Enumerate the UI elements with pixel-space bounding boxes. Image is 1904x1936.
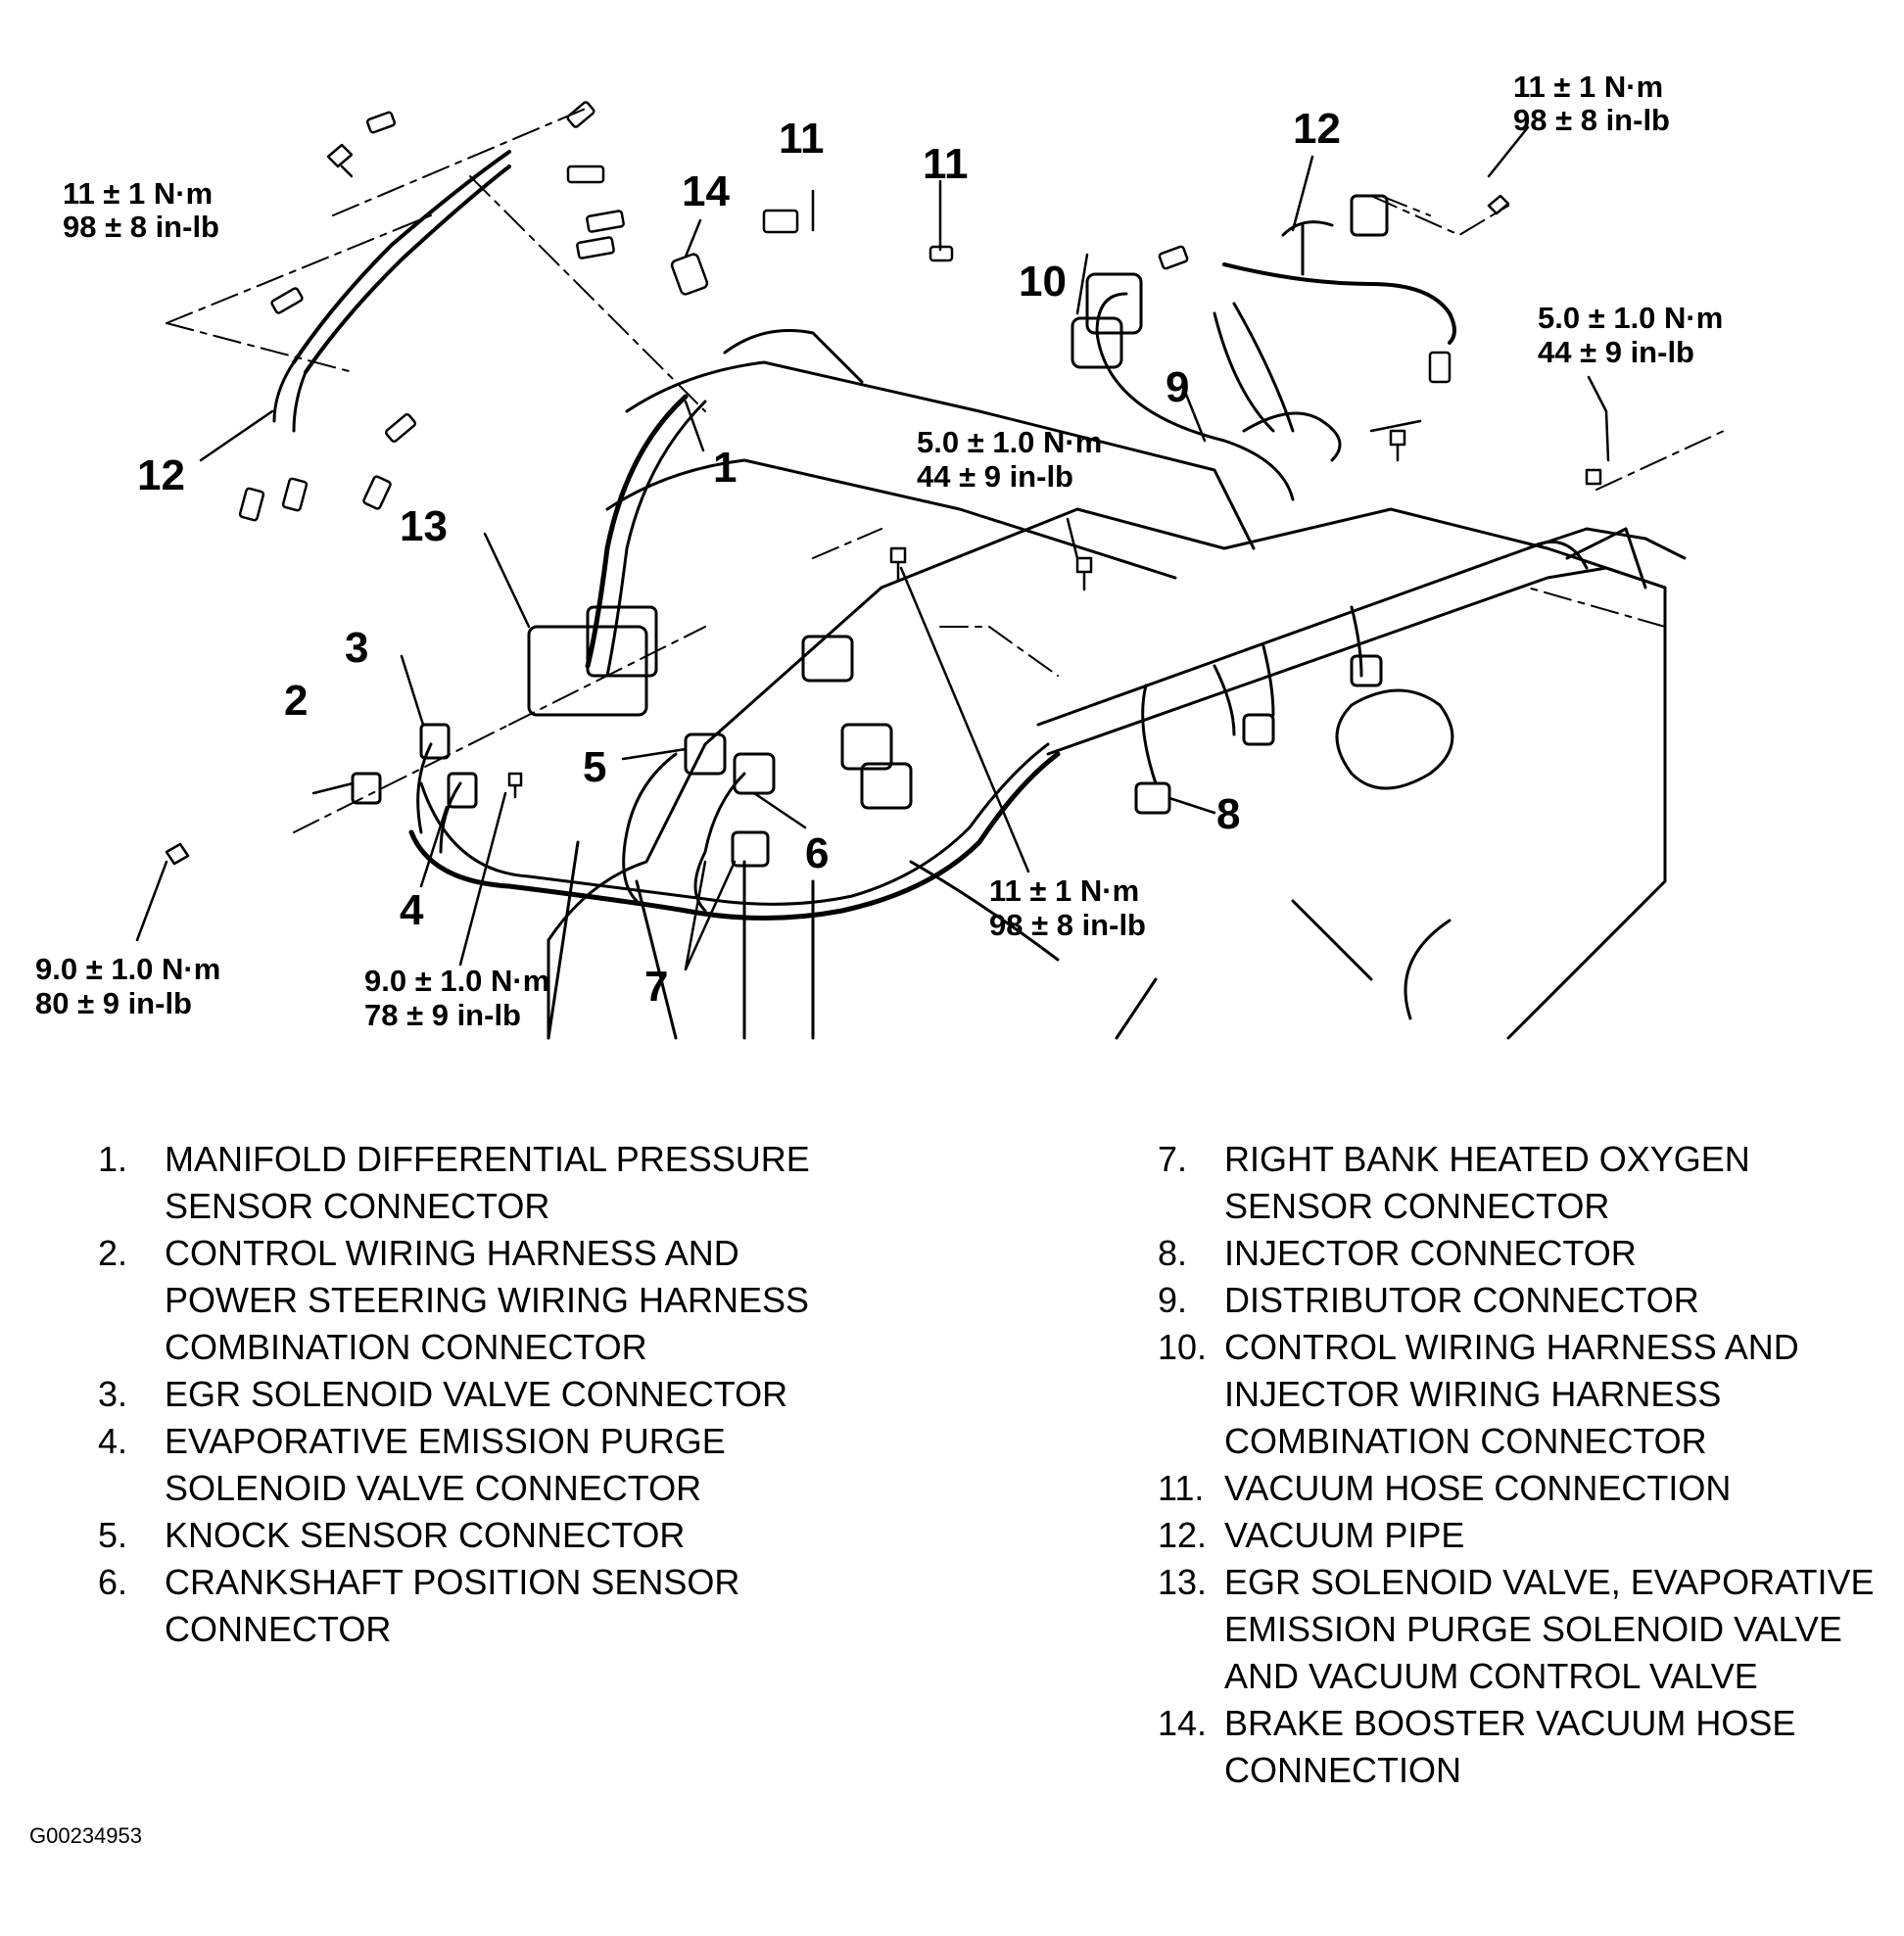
callout-10: 10	[1019, 258, 1067, 306]
legend-item: 11.VACUUM HOSE CONNECTION	[1158, 1468, 1732, 1508]
callout-7: 7	[644, 963, 668, 1011]
legend-item: 3.EGR SOLENOID VALVE CONNECTOR	[98, 1374, 788, 1414]
torque-bottomcenter-inlb: 98 ± 8 in-lb	[989, 908, 1146, 942]
callout-14: 14	[682, 167, 730, 215]
torque-topright-inlb: 98 ± 8 in-lb	[1513, 103, 1670, 137]
callout-1: 1	[713, 444, 737, 492]
legend-item: 12.VACUUM PIPE	[1158, 1515, 1465, 1555]
callout-4: 4	[400, 886, 424, 934]
torque-bottomcenter-nm: 11 ± 1 N·m	[989, 874, 1139, 908]
callout-3: 3	[345, 624, 368, 672]
combination-connector-10	[1071, 316, 1123, 369]
intake-manifold	[625, 360, 1256, 550]
distributor-connector	[1085, 272, 1143, 335]
legend-right: 7.RIGHT BANK HEATED OXYGEN SENSOR CONNEC…	[1158, 1136, 1882, 1794]
torque-bottomleft-nm: 9.0 ± 1.0 N·m	[35, 952, 220, 986]
torque-topleft-nm: 11 ± 1 N·m	[63, 176, 213, 211]
figure-id: G00234953	[29, 1823, 142, 1848]
torque-bottommid-inlb: 78 ± 9 in-lb	[364, 998, 521, 1032]
vacuum-pipe-right	[1222, 262, 1456, 345]
legend-item: 8.INJECTOR CONNECTOR	[1158, 1233, 1637, 1273]
torque-bottomleft-inlb: 80 ± 9 in-lb	[35, 986, 192, 1020]
legend-item: 1.MANIFOLD DIFFERENTIAL PRESSURE SENSOR …	[98, 1139, 810, 1226]
callout-12a: 12	[1293, 105, 1341, 153]
callout-9: 9	[1166, 363, 1189, 411]
torque-center-inlb: 44 ± 9 in-lb	[917, 459, 1073, 494]
torque-bottommid-nm: 9.0 ± 1.0 N·m	[364, 964, 549, 998]
legend-left: 1.MANIFOLD DIFFERENTIAL PRESSURE SENSOR …	[98, 1136, 842, 1653]
callout-11b: 11	[923, 140, 969, 188]
legend-item: 4.EVAPORATIVE EMISSION PURGE SOLENOID VA…	[98, 1421, 726, 1508]
engine-outline	[547, 507, 1667, 1040]
callout-2: 2	[284, 677, 308, 725]
torque-right-nm: 5.0 ± 1.0 N·m	[1538, 301, 1723, 335]
engine-harness-diagram: 1 2 3 4 5 6 7 8 9 10 11 11 12 12 13 14 1…	[35, 70, 1725, 1040]
legend-item: 9.DISTRIBUTOR CONNECTOR	[1158, 1280, 1699, 1320]
torque-right-inlb: 44 ± 9 in-lb	[1538, 335, 1694, 369]
callout-12b: 12	[137, 451, 185, 499]
callout-6: 6	[805, 829, 829, 877]
fuel-rail	[1036, 527, 1687, 756]
callout-5: 5	[583, 743, 606, 791]
wire-harness	[408, 751, 1061, 921]
torque-topleft-inlb: 98 ± 8 in-lb	[63, 210, 219, 244]
legend-item: 7.RIGHT BANK HEATED OXYGEN SENSOR CONNEC…	[1158, 1139, 1750, 1226]
legend-item: 14.BRAKE BOOSTER VACUUM HOSE CONNECTION	[1158, 1703, 1796, 1790]
legend-item: 6.CRANKSHAFT POSITION SENSOR CONNECTOR	[98, 1562, 740, 1649]
torque-topright-nm: 11 ± 1 N·m	[1513, 70, 1663, 104]
legend-item: 2.CONTROL WIRING HARNESS AND POWER STEER…	[98, 1233, 810, 1367]
vacuum-pipe-left	[292, 150, 511, 374]
callout-11a: 11	[779, 115, 825, 163]
torque-center-nm: 5.0 ± 1.0 N·m	[917, 425, 1102, 459]
legend-item: 13.EGR SOLENOID VALVE, EVAPORATIVE EMISS…	[1158, 1562, 1875, 1696]
legend-item: 5.KNOCK SENSOR CONNECTOR	[98, 1515, 686, 1555]
callout-8: 8	[1216, 790, 1240, 838]
legend-item: 10.CONTROL WIRING HARNESS AND INJECTOR W…	[1158, 1327, 1799, 1461]
callout-13: 13	[400, 502, 448, 550]
